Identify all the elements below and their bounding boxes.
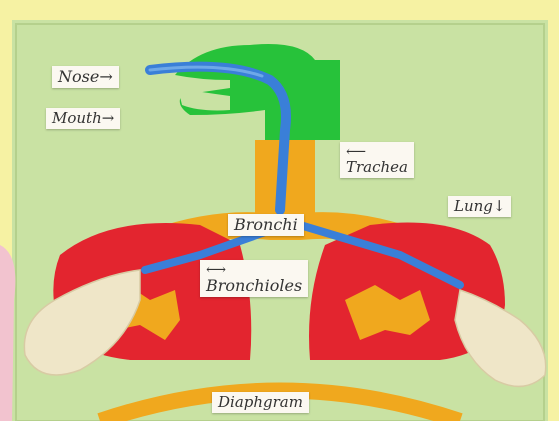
label-diaphragm-text: Diaphgram — [218, 393, 303, 411]
label-mouth: Mouth→ — [46, 108, 120, 129]
label-bronchioles: ⟷ Bronchioles — [200, 260, 308, 297]
label-bronchi-text: Bronchi — [234, 215, 298, 234]
label-trachea: ⟵ Trachea — [340, 142, 414, 178]
label-nose-text: Nose→ — [58, 67, 113, 86]
label-nose: Nose→ — [52, 66, 119, 88]
label-lung: Lung↓ — [448, 196, 511, 217]
label-mouth-text: Mouth→ — [52, 109, 114, 127]
label-bronchioles-text: Bronchioles — [206, 278, 302, 295]
label-bronchi: Bronchi — [228, 214, 304, 236]
label-trachea-text: Trachea — [346, 160, 408, 176]
label-diaphragm: Diaphgram — [212, 392, 309, 413]
label-lung-text: Lung↓ — [454, 197, 505, 215]
